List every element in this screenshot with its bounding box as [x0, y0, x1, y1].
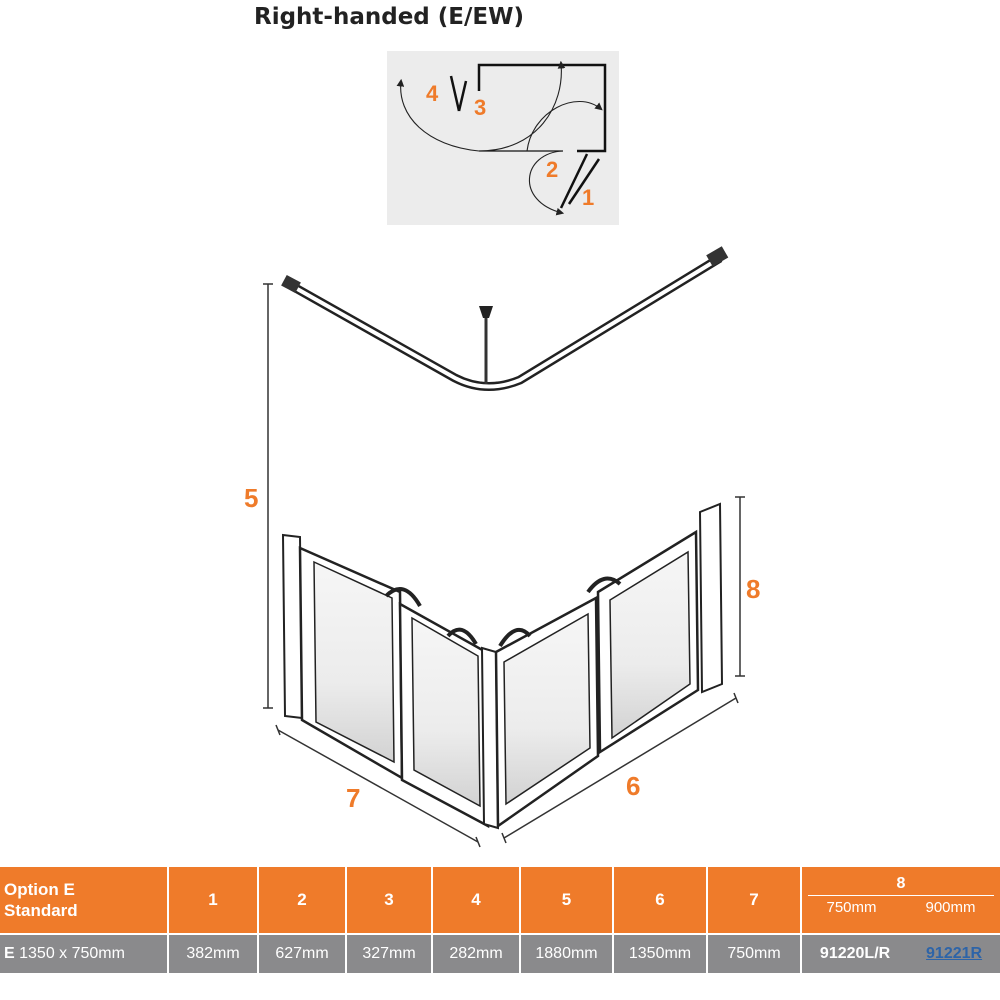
plan-label-3: 3	[474, 95, 487, 120]
row-prefix: E	[4, 945, 15, 962]
option-header-line2: Standard	[4, 901, 78, 920]
column-header-8: 8 750mm 900mm	[801, 867, 1000, 934]
row-option-cell: E 1350 x 750mm	[0, 933, 169, 973]
column-header-1: 1	[168, 867, 259, 934]
column-header-8-sub-750: 750mm	[826, 899, 877, 916]
cell-8: 91220L/R 91221R	[801, 933, 1000, 973]
isometric-diagram: 5 8 7 6	[0, 230, 1000, 865]
cell-3: 327mm	[346, 933, 433, 973]
column-header-4: 4	[432, 867, 521, 934]
column-header-7: 7	[707, 867, 802, 934]
plan-label-1: 1	[582, 185, 595, 210]
dimension-label-7: 7	[346, 783, 361, 813]
cell-6: 1350mm	[613, 933, 708, 973]
plan-label-4: 4	[426, 81, 439, 106]
specification-table: Option E Standard 1 2 3 4 5 6 7 8 750mm …	[0, 867, 1000, 973]
option-header: Option E Standard	[0, 867, 169, 934]
column-header-8-label: 8	[808, 867, 994, 896]
dimension-label-5: 5	[244, 483, 259, 513]
plan-view-diagram: 4 3 2 1	[387, 51, 619, 225]
product-code-750: 91220L/R	[819, 945, 891, 962]
page-title: Right-handed (E/EW)	[254, 4, 524, 30]
isometric-drawing	[263, 246, 745, 848]
product-code-900: 91221R	[926, 945, 983, 962]
column-header-6: 6	[613, 867, 708, 934]
cell-1: 382mm	[168, 933, 259, 973]
row-size: 1350 x 750mm	[19, 945, 125, 962]
plan-view-drawing	[396, 60, 607, 216]
column-header-3: 3	[346, 867, 433, 934]
dimension-label-6: 6	[626, 771, 641, 801]
option-header-line1: Option E	[4, 879, 75, 899]
table-header-row: Option E Standard 1 2 3 4 5 6 7 8 750mm …	[0, 867, 1000, 934]
cell-4: 282mm	[432, 933, 521, 973]
cell-7: 750mm	[707, 933, 802, 973]
cell-5: 1880mm	[520, 933, 614, 973]
table-row: E 1350 x 750mm 382mm 627mm 327mm 282mm 1…	[0, 933, 1000, 973]
cell-2: 627mm	[258, 933, 347, 973]
column-header-5: 5	[520, 867, 614, 934]
plan-label-2: 2	[546, 157, 559, 182]
dimension-label-8: 8	[746, 574, 761, 604]
column-header-2: 2	[258, 867, 347, 934]
column-header-8-sub-900: 900mm	[925, 899, 976, 916]
